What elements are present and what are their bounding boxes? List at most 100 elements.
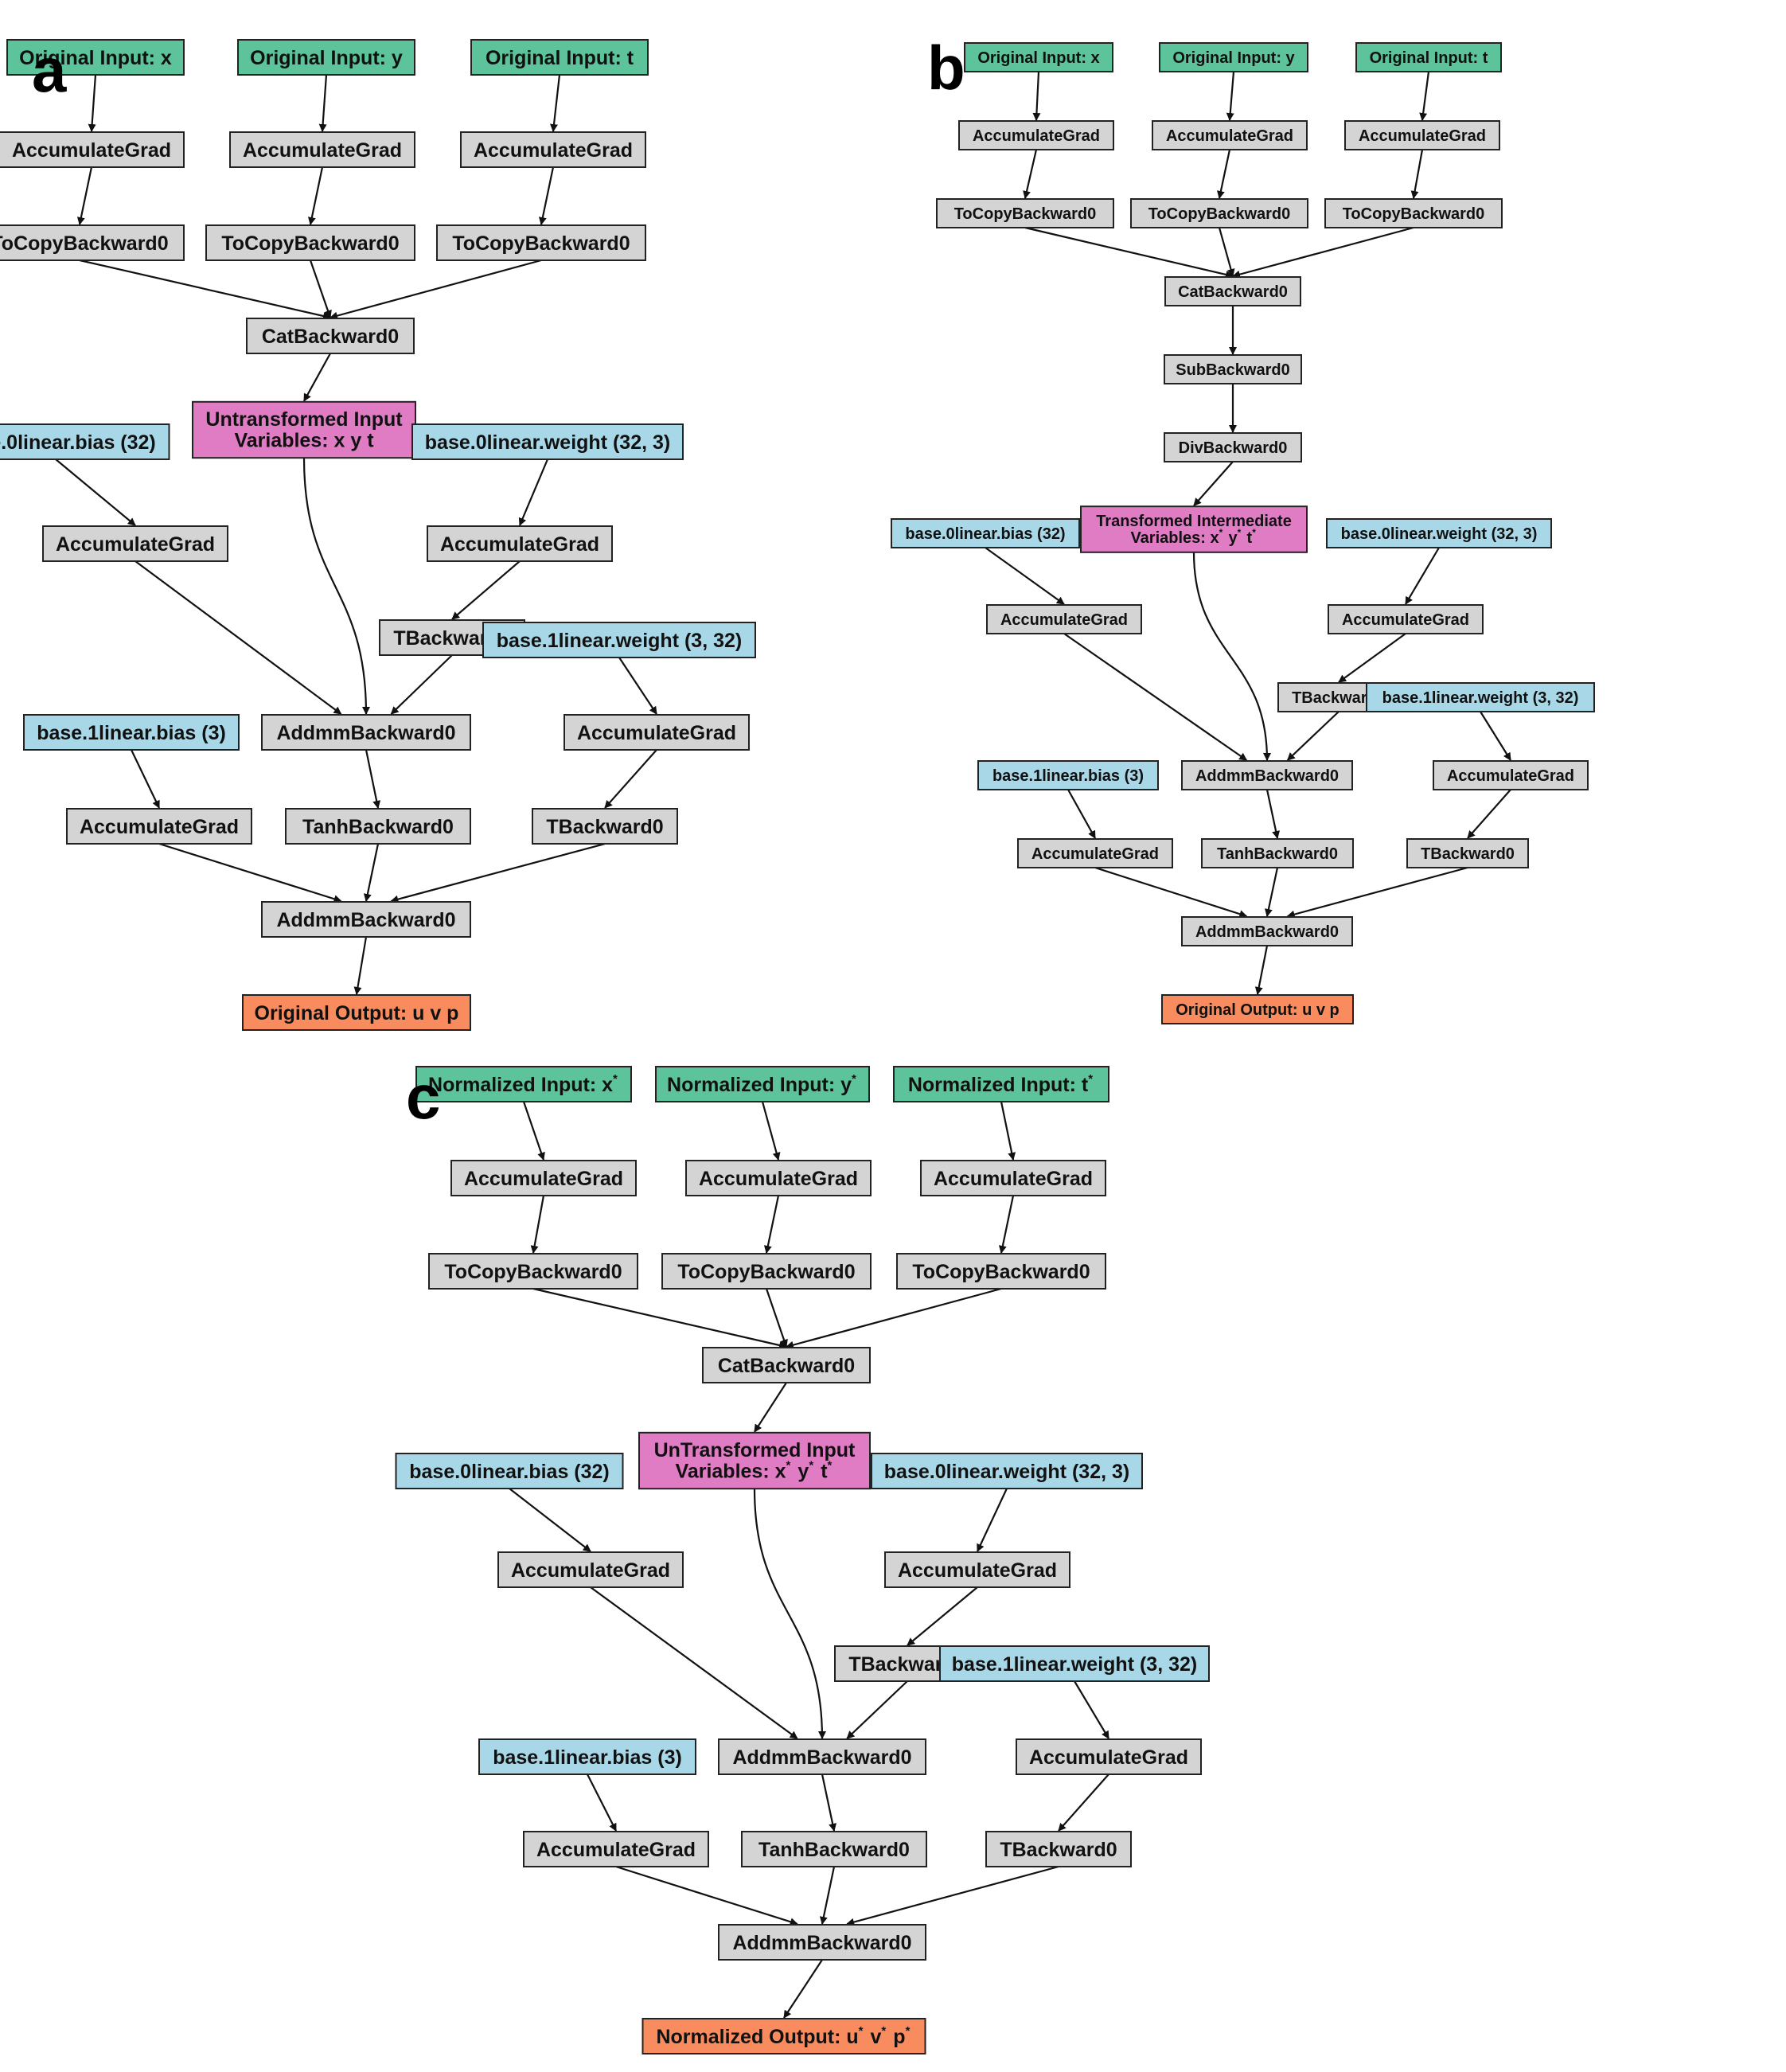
node-tc-x: ToCopyBackward0 — [0, 224, 185, 261]
node-ag-b1w: AccumulateGrad — [1016, 1738, 1202, 1775]
edge-b1w-to-ag-b1w — [1074, 1680, 1109, 1739]
node-label: AccumulateGrad — [699, 1168, 858, 1190]
node-box — [395, 1453, 624, 1489]
node-box — [655, 1066, 870, 1102]
node-box — [470, 39, 649, 76]
node-label: AddmmBackward0 — [732, 1746, 911, 1769]
edge-ag-b1bias-to-addmm2 — [615, 1865, 798, 1926]
edge-b0bias-to-ag-b0bias — [55, 458, 136, 526]
node-addmm1: AddmmBackward0 — [1181, 760, 1353, 790]
node-addmm1: AddmmBackward0 — [718, 1738, 926, 1775]
node-label: AccumulateGrad — [1359, 127, 1486, 145]
node-label-line1: UnTransformed Input — [654, 1439, 856, 1461]
edge-in-t-to-ag-t — [1419, 71, 1430, 121]
edge-ag-t-to-tc-t — [538, 166, 555, 225]
edge-addmm1-to-tanh — [1265, 789, 1281, 839]
node-ag-t: AccumulateGrad — [460, 131, 646, 168]
edge-tc-x-to-cat — [79, 259, 331, 320]
node-tc-y: ToCopyBackward0 — [205, 224, 415, 261]
node-ag-x: AccumulateGrad — [450, 1160, 637, 1196]
edge-ag-x-to-tc-x — [1023, 149, 1038, 199]
node-b1bias: base.1linear.bias (3) — [478, 1738, 696, 1775]
node-box — [411, 423, 684, 460]
node-label: base.0linear.weight (32, 3) — [884, 1461, 1129, 1483]
node-ag-b0bias: AccumulateGrad — [42, 525, 228, 562]
edge-ag-b1w-to-tb1 — [604, 749, 657, 809]
node-box — [1017, 838, 1173, 868]
node-box — [23, 714, 240, 751]
edge-addmm2-to-out — [783, 1959, 823, 2019]
node-box — [702, 1347, 871, 1383]
node-label: base.1linear.bias (3) — [992, 767, 1144, 785]
node-ag-t: AccumulateGrad — [1344, 120, 1500, 150]
edge-cat-to-vars — [303, 353, 331, 402]
node-b0w: base.0linear.weight (32, 3) — [411, 423, 684, 460]
node-box — [478, 1738, 696, 1775]
edge-ag-b0w-to-tb0 — [451, 560, 521, 620]
node-addmm2: AddmmBackward0 — [718, 1924, 926, 1961]
edge-ag-b1w-to-tb1 — [1058, 1773, 1109, 1832]
edge-b1w-to-ag-b1w — [618, 657, 657, 715]
node-box — [229, 131, 415, 168]
node-label: SubBackward0 — [1176, 361, 1289, 379]
node-tc-x: ToCopyBackward0 — [428, 1253, 638, 1290]
node-box — [977, 760, 1159, 790]
node-label: CatBackward0 — [1178, 283, 1288, 301]
node-ag-b0w: AccumulateGrad — [1328, 604, 1484, 634]
node-ag-b0bias: AccumulateGrad — [497, 1551, 684, 1588]
node-b1w: base.1linear.weight (3, 32) — [1366, 682, 1595, 712]
node-box — [1016, 1738, 1202, 1775]
edge-ag-b0bias-to-addmm1 — [1063, 633, 1248, 761]
node-ag-y: AccumulateGrad — [229, 131, 415, 168]
node-out: Original Output: u v p — [242, 994, 471, 1031]
edge-ag-b1bias-to-addmm2 — [158, 842, 342, 903]
edge-addmm2-to-out — [1254, 945, 1269, 995]
edge-vars-to-addmm1 — [753, 1489, 826, 1739]
edge-addmm2-to-out — [353, 936, 368, 995]
edge-b0bias-to-ag-b0bias — [509, 1488, 591, 1552]
node-box — [685, 1160, 872, 1196]
node-b0bias: base.0linear.bias (32) — [0, 423, 170, 460]
node-box — [718, 1924, 926, 1961]
node-label: Normalized Input: y* — [667, 1072, 858, 1096]
panel-label-c: c — [406, 1062, 440, 1132]
node-box — [891, 518, 1080, 548]
node-box — [936, 198, 1114, 228]
node-label: AccumulateGrad — [536, 1839, 696, 1861]
node-box — [1326, 518, 1552, 548]
node-label: AccumulateGrad — [1029, 1746, 1188, 1769]
node-b1w: base.1linear.weight (3, 32) — [482, 622, 756, 658]
node-ag-b1w: AccumulateGrad — [563, 714, 750, 751]
node-div: DivBackward0 — [1164, 432, 1302, 462]
node-label: ToCopyBackward0 — [452, 232, 630, 255]
node-label: AccumulateGrad — [56, 533, 215, 556]
node-tc-t: ToCopyBackward0 — [436, 224, 646, 261]
node-box — [741, 1831, 927, 1867]
node-label: DivBackward0 — [1179, 439, 1288, 457]
node-box — [985, 1831, 1132, 1867]
node-label: AccumulateGrad — [80, 816, 239, 838]
edge-b0w-to-ag-b0w — [518, 458, 549, 526]
node-box — [920, 1160, 1106, 1196]
edge-b1bias-to-ag-b1bias — [131, 749, 160, 809]
node-label: AddmmBackward0 — [276, 909, 455, 931]
node-label: base.1linear.weight (3, 32) — [497, 630, 742, 652]
node-in-t: Original Input: t — [470, 39, 649, 76]
node-label: AccumulateGrad — [1342, 611, 1469, 629]
node-cat: CatBackward0 — [1164, 276, 1301, 306]
edge-div-to-vars — [1193, 461, 1234, 506]
node-label: base.1linear.weight (3, 32) — [952, 1653, 1197, 1676]
node-label: AccumulateGrad — [243, 139, 402, 162]
edge-tanh-to-addmm2 — [819, 1866, 836, 1925]
node-tb1: TBackward0 — [985, 1831, 1132, 1867]
node-box — [1344, 120, 1500, 150]
node-box — [1161, 994, 1354, 1024]
node-tc-t: ToCopyBackward0 — [1324, 198, 1503, 228]
node-label: Original Input: x — [977, 49, 1099, 67]
edge-vars-to-addmm1 — [1192, 552, 1271, 761]
